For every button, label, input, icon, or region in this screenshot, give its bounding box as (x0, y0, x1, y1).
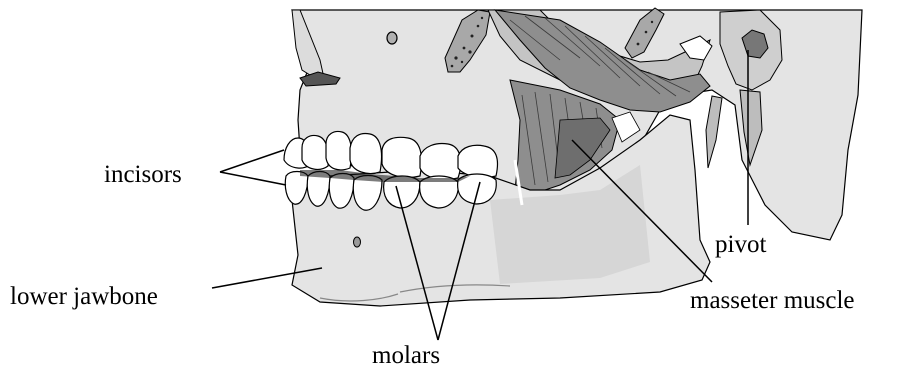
leader-incisors-upper (220, 150, 284, 172)
label-molars: molars (372, 343, 440, 368)
leader-incisors-lower (220, 172, 286, 185)
styloid-process (706, 96, 722, 168)
label-masseter-muscle: masseter muscle (690, 288, 855, 313)
label-incisors: incisors (104, 162, 182, 187)
mental-foramen (354, 237, 361, 247)
label-pivot: pivot (715, 232, 766, 257)
label-lower-jawbone: lower jawbone (10, 284, 158, 309)
upper-foramen (387, 32, 397, 44)
